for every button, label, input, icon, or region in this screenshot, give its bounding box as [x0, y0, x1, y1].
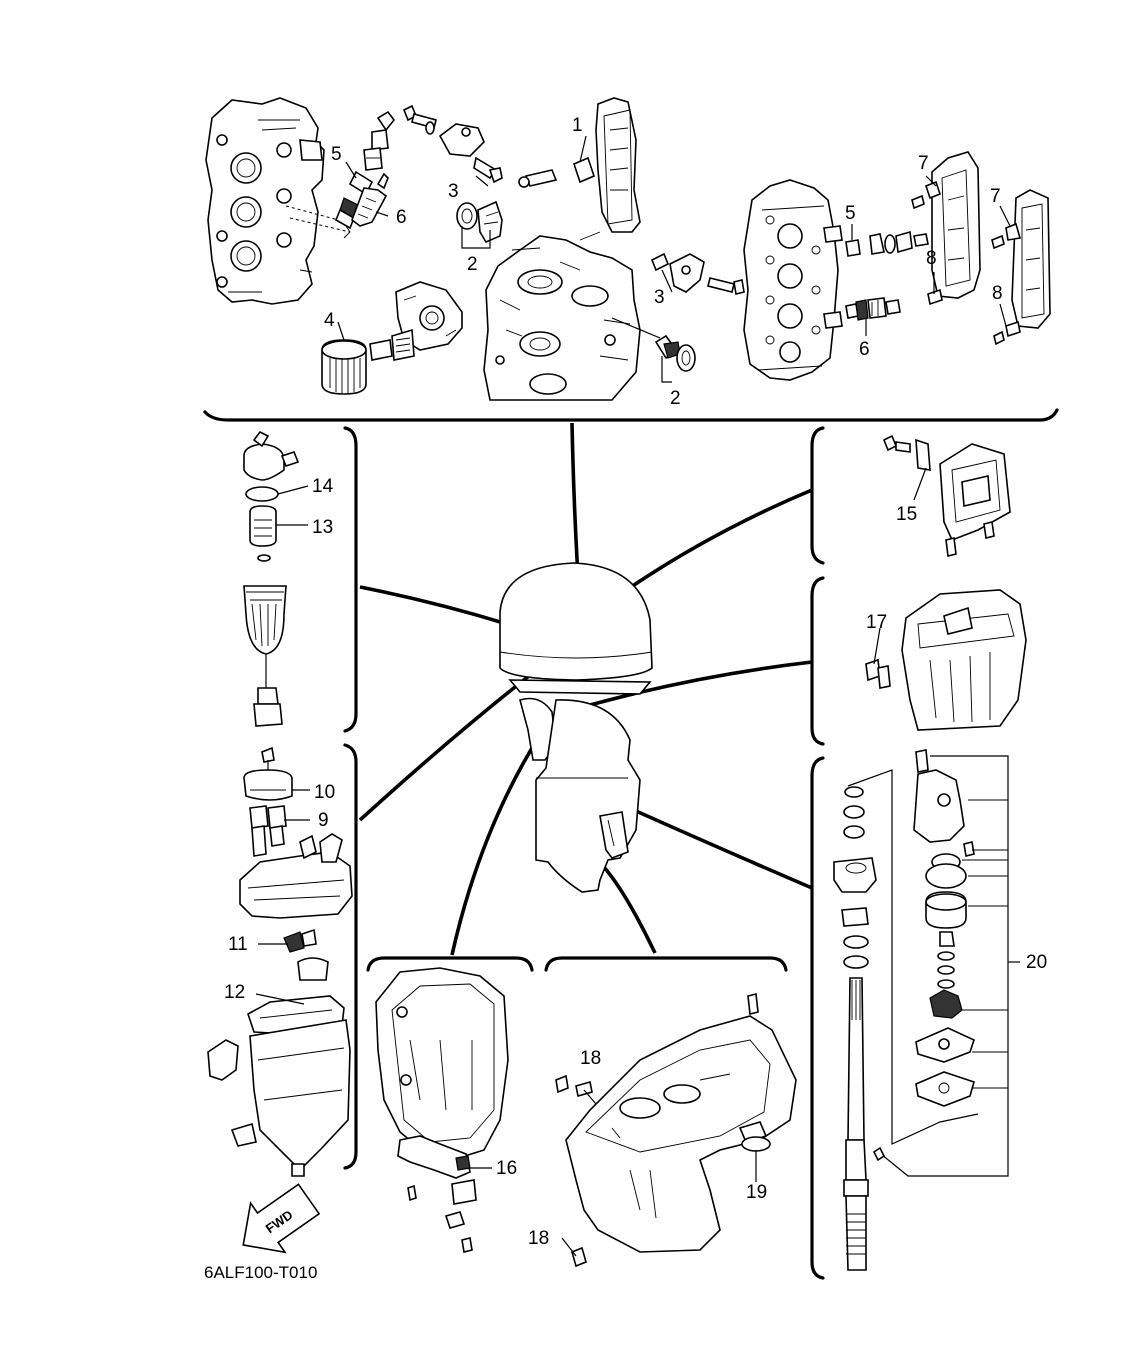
callout-6-right: 6	[859, 339, 870, 360]
oil-pressure-parts-left	[363, 110, 396, 171]
fitting-top-3	[402, 104, 503, 184]
callout-6-left: 6	[396, 207, 407, 228]
callout-18-lower: 18	[528, 1228, 549, 1249]
callout-1: 1	[572, 115, 583, 136]
fuel-filter-assembly	[243, 430, 300, 727]
outboard-silhouette	[499, 562, 653, 893]
spark-plug-left	[334, 170, 389, 239]
callout-7-left: 7	[918, 153, 929, 174]
callout-20: 20	[1026, 952, 1047, 973]
callout-17: 17	[866, 612, 887, 633]
callout-3-lower: 3	[654, 287, 665, 308]
callout-4: 4	[324, 310, 335, 331]
callout-8-upper: 8	[926, 248, 937, 269]
callout-2-lower: 2	[670, 388, 681, 409]
callout-8-lower: 8	[992, 283, 1003, 304]
callout-5-left: 5	[331, 144, 342, 165]
oil-filter-assembly	[321, 281, 463, 395]
callout-11: 11	[228, 934, 248, 955]
callout-2-upper: 2	[467, 254, 478, 275]
callout-18-upper: 18	[580, 1048, 601, 1069]
diagram-code: 6ALF100-T010	[204, 1263, 317, 1282]
sensor-5-right	[845, 230, 929, 257]
spark-plug-right	[845, 297, 901, 321]
drive-shaft-water-pump	[833, 749, 1020, 1271]
leader-lines	[255, 135, 1011, 1257]
oil-pan-17	[865, 589, 1027, 731]
fitting-2-upper	[456, 200, 503, 244]
callout-14: 14	[312, 476, 334, 497]
vapor-separator-assembly	[207, 746, 353, 1177]
plug-leader-dashed	[285, 205, 351, 233]
callout-15: 15	[896, 504, 917, 525]
callout-19: 19	[746, 1182, 767, 1203]
callout-10: 10	[314, 782, 335, 803]
callout-7-right: 7	[990, 186, 1001, 207]
engine-block-center	[483, 231, 661, 401]
head-cover-plate	[518, 97, 641, 233]
callout-5-right: 5	[845, 203, 856, 224]
fitting-2-lower	[654, 334, 696, 372]
fitting-3-lower	[650, 252, 745, 295]
callout-16: 16	[496, 1158, 517, 1179]
mount-bracket-16	[375, 967, 509, 1253]
callout-labels: 1 2 2 3 3 4 5 5 6 6 7 7 8 8 9 10 11 12 1…	[224, 115, 1047, 1249]
callout-9: 9	[318, 810, 329, 831]
cylinder-head-right	[743, 179, 843, 381]
callout-3-upper: 3	[448, 181, 459, 202]
callout-13: 13	[312, 517, 333, 538]
callout-12: 12	[224, 982, 245, 1003]
exhaust-cover-plates	[911, 151, 1051, 346]
fwd-arrow: FWD	[242, 1183, 321, 1254]
exhaust-plate-15	[882, 434, 1011, 557]
cylinder-head-left	[205, 97, 325, 305]
upper-case-18-19	[555, 993, 797, 1268]
